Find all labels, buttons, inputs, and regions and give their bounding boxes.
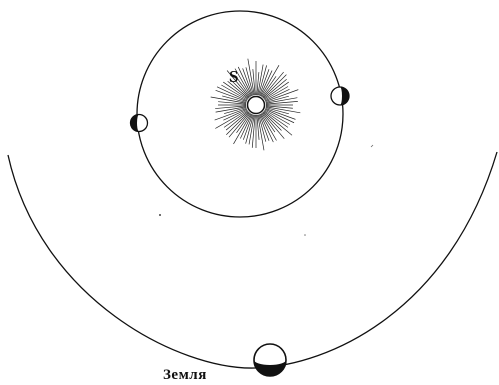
sun-label: S xyxy=(229,67,238,86)
sun-ray xyxy=(215,106,246,109)
sun-ray xyxy=(237,113,251,133)
sun-ray xyxy=(218,102,246,104)
sun-ray xyxy=(265,108,295,119)
print-speck xyxy=(159,214,161,216)
earth-label: Земля xyxy=(163,367,207,383)
sun-ray xyxy=(253,69,255,95)
print-speck xyxy=(371,145,373,147)
sun-disc xyxy=(248,97,265,114)
sun-ray xyxy=(216,107,247,112)
planet-left xyxy=(131,115,148,132)
earth xyxy=(254,344,286,376)
sun-ray xyxy=(249,115,254,145)
sun-ray xyxy=(216,90,247,101)
sun-ray xyxy=(237,77,251,97)
sun-ray xyxy=(215,108,247,120)
print-speck xyxy=(304,234,306,236)
earth-orbit-arc xyxy=(8,152,497,368)
sun-ray xyxy=(265,90,298,102)
planet-right xyxy=(331,87,349,105)
sun-ray xyxy=(262,113,275,132)
sun-ray xyxy=(266,106,293,108)
